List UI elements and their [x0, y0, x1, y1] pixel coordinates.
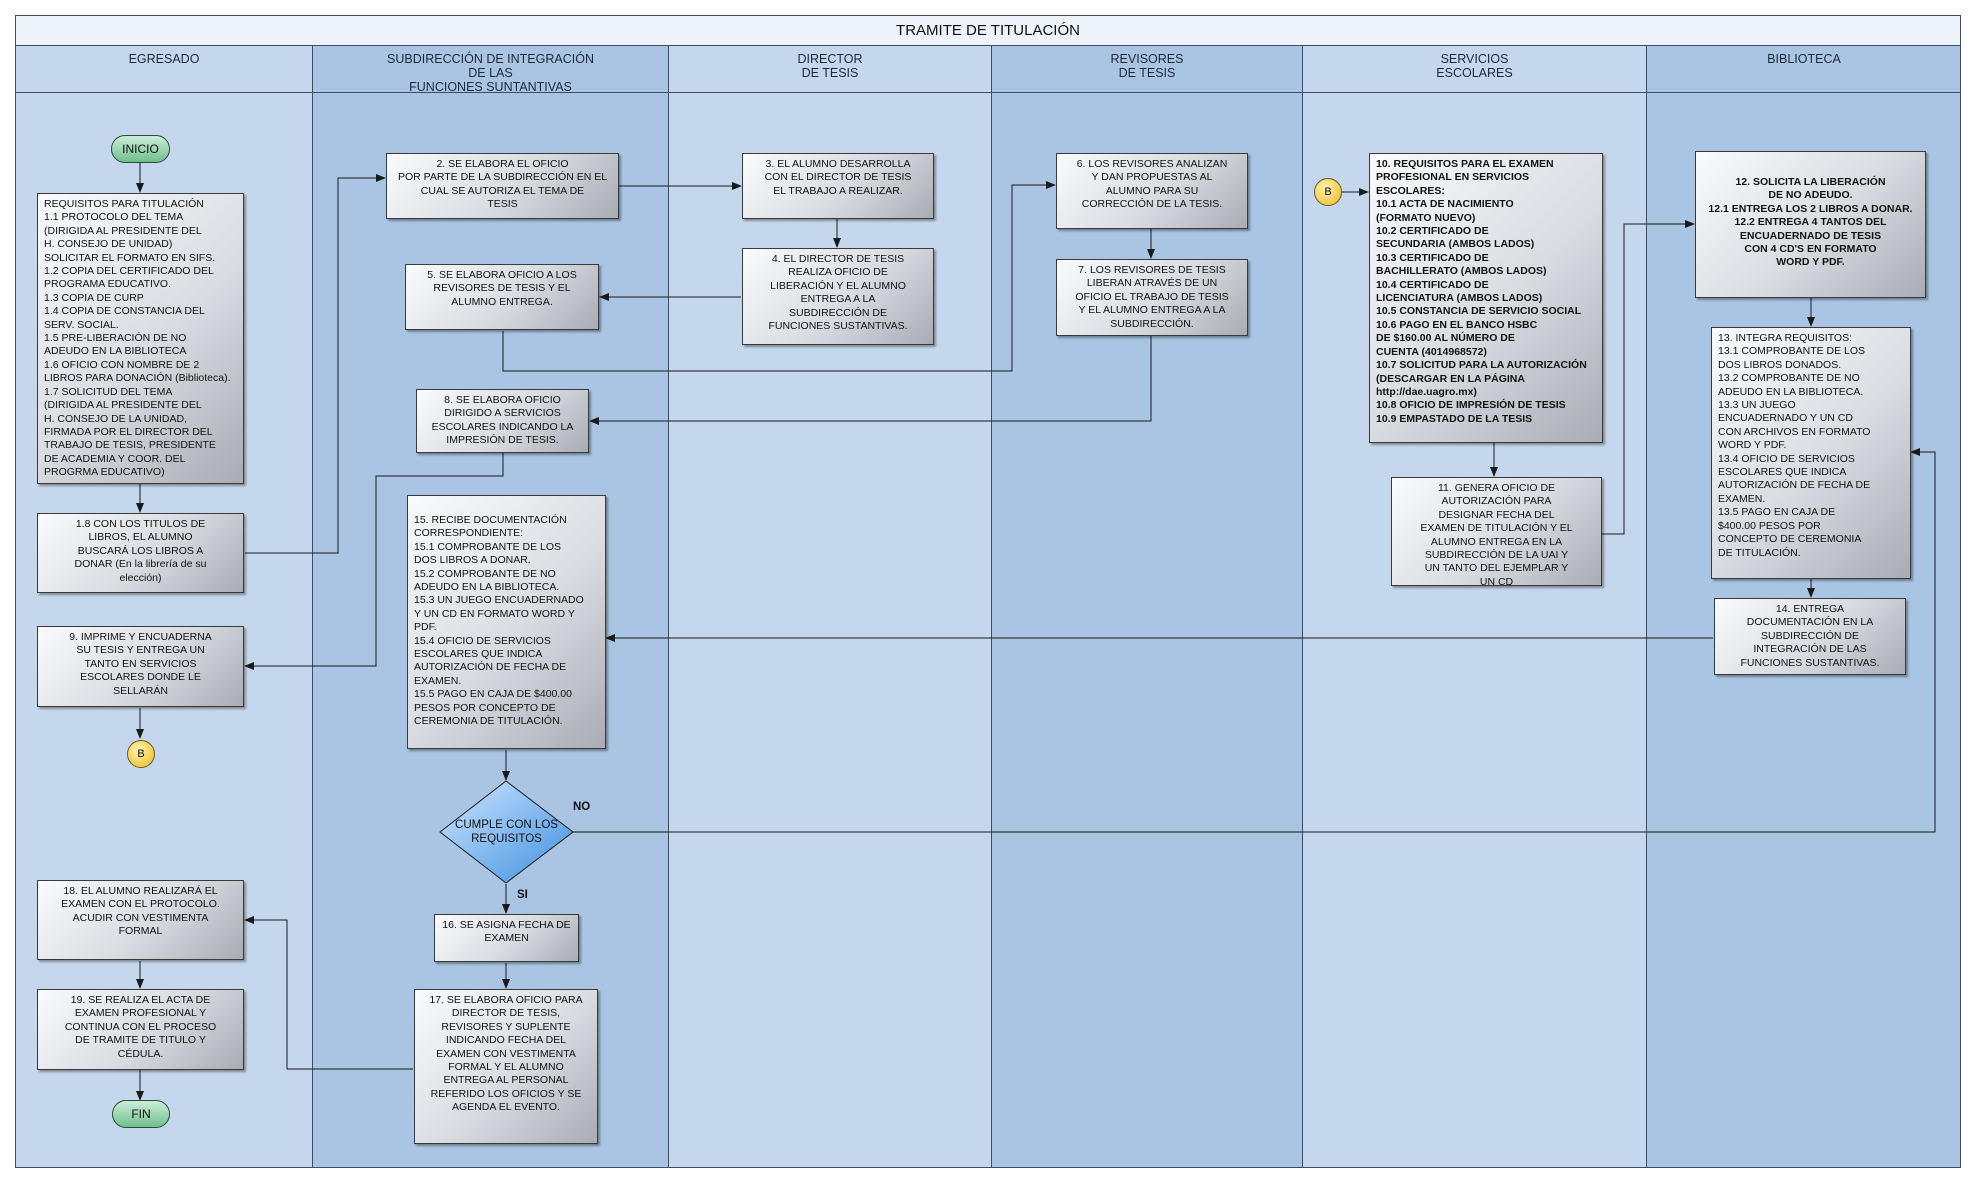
- step-14-entrega-documentacion: 14. ENTREGA DOCUMENTACIÓN EN LA SUBDIREC…: [1714, 598, 1906, 675]
- step-19-acta-examen: 19. SE REALIZA EL ACTA DE EXAMEN PROFESI…: [37, 989, 244, 1070]
- step-1-8-libros: 1.8 CON LOS TITULOS DE LIBROS, EL ALUMNO…: [37, 513, 244, 593]
- step-16-asigna-fecha: 16. SE ASIGNA FECHA DE EXAMEN: [434, 914, 579, 962]
- label-si: SI: [517, 889, 528, 901]
- step-6-revision: 6. LOS REVISORES ANALIZAN Y DAN PROPUEST…: [1056, 153, 1248, 229]
- step-9-imprime-tesis: 9. IMPRIME Y ENCUADERNA SU TESIS Y ENTRE…: [37, 626, 244, 707]
- label-no: NO: [573, 801, 591, 813]
- lane-header-director: DIRECTOR DE TESIS: [668, 46, 991, 93]
- step-18-examen: 18. EL ALUMNO REALIZARÁ EL EXAMEN CON EL…: [37, 880, 244, 960]
- diagram-title: TRAMITE DE TITULACIÓN: [15, 15, 1961, 46]
- step-4-liberacion-director: 4. EL DIRECTOR DE TESIS REALIZA OFICIO D…: [742, 248, 934, 345]
- lane-header-servicios-escolares: SERVICIOS ESCOLARES: [1302, 46, 1646, 93]
- step-17-oficio-fecha-examen: 17. SE ELABORA OFICIO PARA DIRECTOR DE T…: [414, 989, 598, 1144]
- connector-b-out: B: [127, 740, 155, 768]
- step-8-oficio-impresion: 8. SE ELABORA OFICIO DIRIGIDO A SERVICIO…: [416, 389, 589, 453]
- step-1-requisitos: REQUISITOS PARA TITULACIÓN 1.1 PROTOCOLO…: [37, 193, 244, 484]
- step-12-liberacion-adeudo: 12. SOLICITA LA LIBERACIÓN DE NO ADEUDO.…: [1695, 151, 1926, 298]
- fin-terminal: FIN: [112, 1100, 170, 1128]
- step-15-recibe-documentacion: 15. RECIBE DOCUMENTACIÓN CORRESPONDIENTE…: [407, 495, 606, 749]
- step-3-desarrollo: 3. EL ALUMNO DESARROLLA CON EL DIRECTOR …: [742, 153, 934, 219]
- lane-header-revisores: REVISORES DE TESIS: [991, 46, 1302, 93]
- step-2-oficio-tema: 2. SE ELABORA EL OFICIO POR PARTE DE LA …: [386, 153, 619, 219]
- lane-header-subdireccion: SUBDIRECCIÓN DE INTEGRACIÓN DE LAS FUNCI…: [312, 46, 668, 94]
- inicio-terminal: INICIO: [111, 135, 170, 163]
- step-5-oficio-revisores: 5. SE ELABORA OFICIO A LOS REVISORES DE …: [405, 264, 599, 330]
- step-10-requisitos-examen: 10. REQUISITOS PARA EL EXAMEN PROFESIONA…: [1369, 153, 1603, 443]
- decision-cumple-requisitos: CUMPLE CON LOS REQUISITOS: [440, 781, 573, 883]
- step-7-liberacion-revisores: 7. LOS REVISORES DE TESIS LIBERAN ATRAVÉ…: [1056, 259, 1248, 336]
- lane-header-egresado: EGRESADO: [15, 46, 312, 93]
- connector-b-in: B: [1314, 178, 1342, 206]
- step-11-oficio-autorizacion: 11. GENERA OFICIO DE AUTORIZACIÓN PARA D…: [1391, 477, 1602, 586]
- step-13-integra-requisitos: 13. INTEGRA REQUISITOS: 13.1 COMPROBANTE…: [1711, 327, 1911, 579]
- decision-label: CUMPLE CON LOS REQUISITOS: [455, 819, 558, 845]
- lane-header-biblioteca: BIBLIOTECA: [1646, 46, 1961, 93]
